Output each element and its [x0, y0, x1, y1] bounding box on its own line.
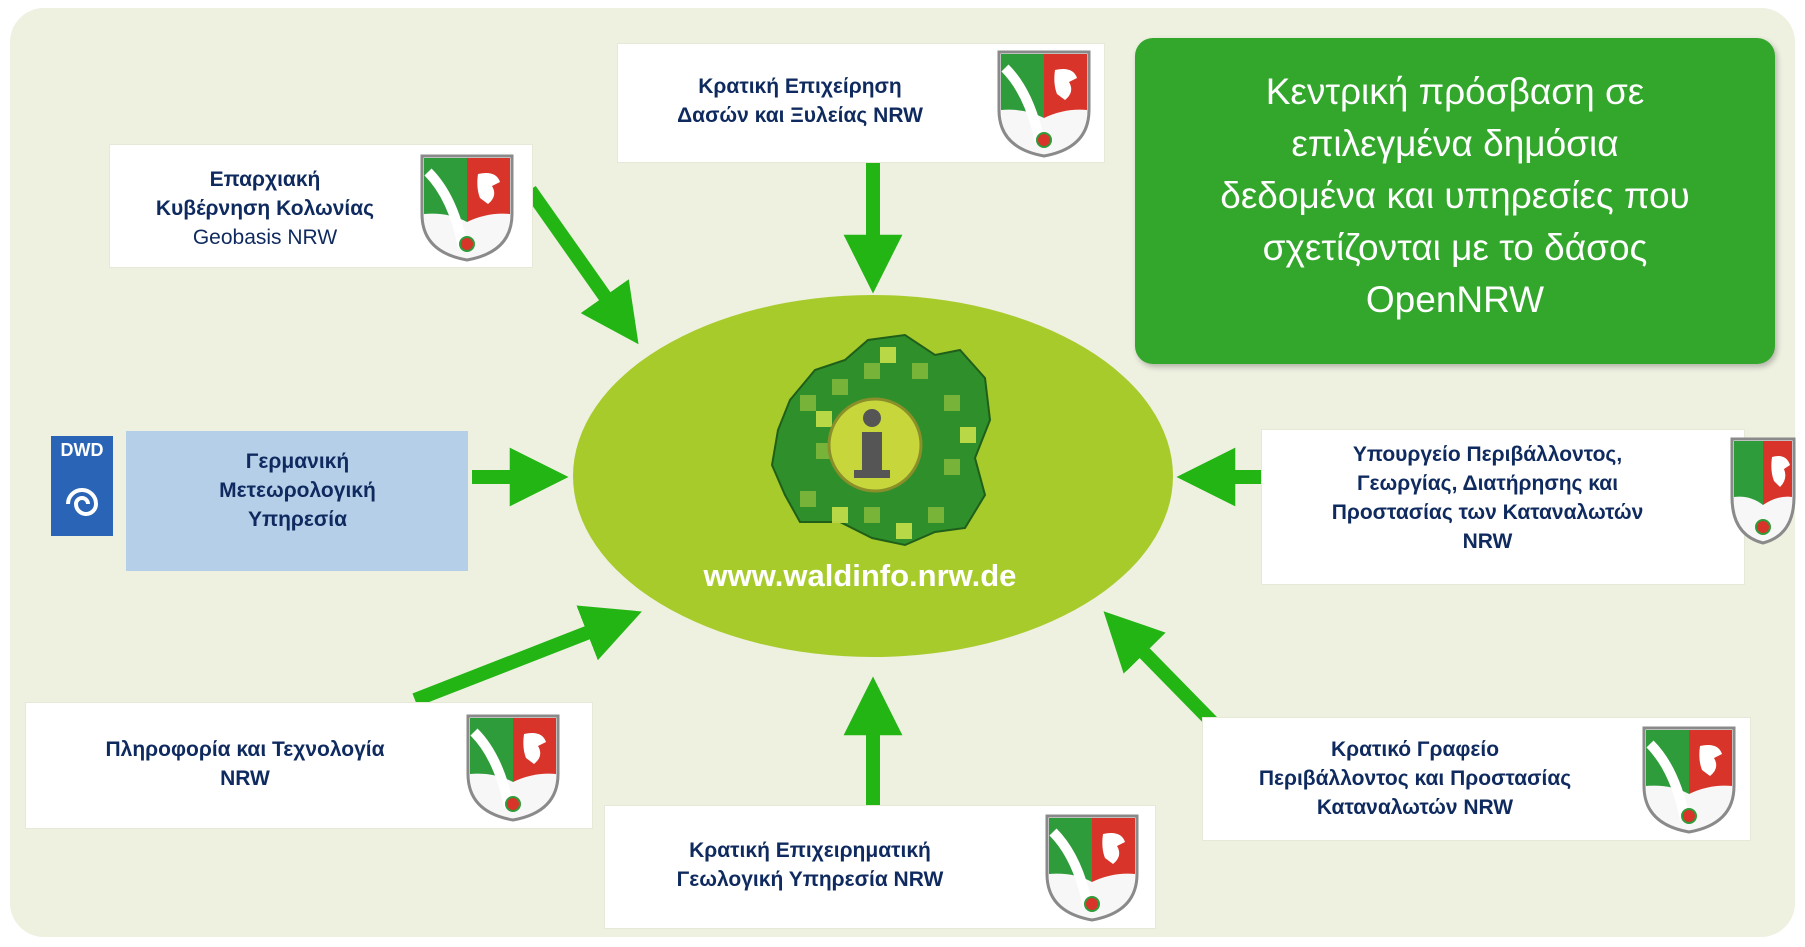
nrw-coat-of-arms-icon — [1045, 814, 1139, 922]
source-top-label: Κρατική Επιχείρηση Δασών και Ξυλείας NRW — [677, 75, 923, 127]
info-map-icon — [770, 333, 992, 547]
source-top-left-label: Επαρχιακή Κυβέρνηση Κολωνίας Geobasis NR… — [155, 168, 375, 249]
callout-box: Κεντρική πρόσβαση σε επιλεγμένα δημόσια … — [1135, 38, 1775, 364]
nrw-coat-of-arms-icon — [420, 154, 514, 262]
arrow-top-left — [524, 185, 639, 345]
source-bottom-left-label: Πληροφορία και Τεχνολογία NRW — [105, 738, 385, 790]
source-left-label: Γερμανική Μετεωρολογική Υπηρεσία — [219, 450, 376, 531]
source-left — [126, 431, 468, 571]
dwd-logo-icon: DWD — [51, 436, 113, 536]
source-bottom-label: Κρατική Επιχειρηματική Γεωλογική Υπηρεσί… — [676, 839, 944, 891]
nrw-coat-of-arms-icon — [466, 714, 560, 822]
source-bottom-right-label: Κρατικό Γραφείο Περιβάλλοντος και Προστα… — [1258, 738, 1572, 819]
arrow-bottom-left — [412, 605, 642, 707]
nrw-coat-of-arms-icon — [1642, 726, 1736, 834]
nrw-coat-of-arms-icon — [1730, 437, 1796, 545]
center-url[interactable]: www.waldinfo.nrw.de — [703, 558, 1017, 593]
arrow-bottom-right — [1103, 611, 1221, 730]
source-right-label: Υπουργείο Περιβάλλοντος, Γεωργίας, Διατή… — [1331, 443, 1644, 553]
callout-text: Κεντρική πρόσβαση σε επιλεγμένα δημόσια … — [1220, 71, 1690, 320]
nrw-coat-of-arms-icon — [997, 50, 1091, 158]
source-right — [1262, 430, 1744, 584]
